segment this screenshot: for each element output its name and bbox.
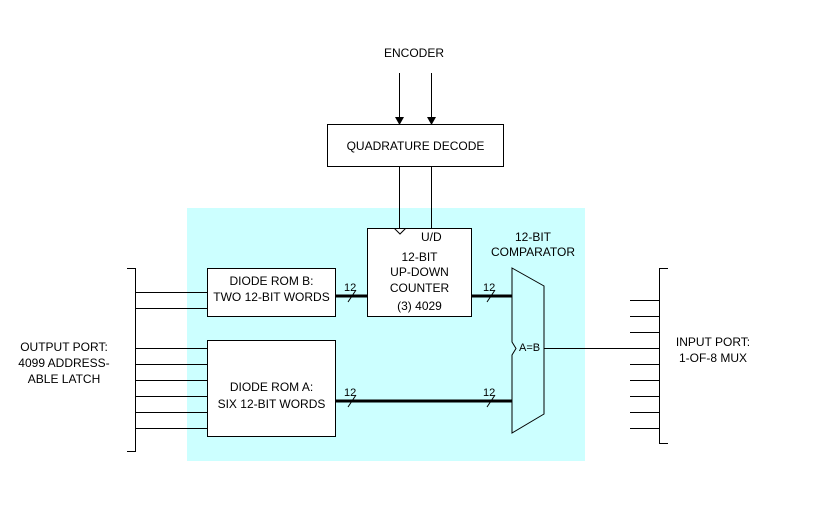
comparator-title-2: COMPARATOR: [490, 245, 575, 259]
diode-rom-b-box: DIODE ROM B: TWO 12-BIT WORDS: [207, 268, 336, 317]
output-port-line-1: OUTPUT PORT:: [20, 340, 108, 354]
diode-rom-a-box: DIODE ROM A: SIX 12-BIT WORDS: [207, 340, 336, 437]
counter-box: U/D 12-BIT UP-DOWN COUNTER (3) 4029: [367, 228, 472, 317]
quadrature-decode-box: QUADRATURE DECODE: [327, 124, 504, 167]
comparator-eq-label: A=B: [519, 342, 541, 354]
rom-a-line-2: SIX 12-BIT WORDS: [217, 397, 326, 411]
rom-a-line-1: DIODE ROM A:: [229, 380, 314, 394]
bus-width-label: 12: [483, 282, 496, 294]
output-port-line-3: ABLE LATCH: [27, 372, 101, 386]
input-port-line-2: 1-OF-8 MUX: [678, 351, 747, 365]
bus-width-label: 12: [483, 387, 496, 399]
counter-line-2: UP-DOWN: [390, 265, 449, 279]
comparator-shape: [511, 267, 545, 434]
comparator-title-1: 12-BIT: [514, 230, 551, 244]
rom-b-line-1: DIODE ROM B:: [229, 274, 314, 288]
counter-line-1: 12-BIT: [401, 250, 438, 264]
arrow-head-icon: [395, 117, 404, 125]
encoder-label: ENCODER: [383, 46, 444, 60]
counter-line-3: COUNTER: [389, 281, 450, 295]
clock-input-icon: [393, 228, 407, 235]
rom-b-line-2: TWO 12-BIT WORDS: [213, 290, 330, 304]
counter-line-4: (3) 4029: [397, 299, 442, 313]
bus-width-label: 12: [344, 387, 357, 399]
bus-width-label: 12: [344, 282, 357, 294]
input-port-line-1: INPUT PORT:: [675, 335, 751, 349]
quadrature-decode-label: QUADRATURE DECODE: [346, 139, 485, 153]
arrow-head-icon: [427, 117, 436, 125]
output-port-line-2: 4099 ADDRESS-: [18, 356, 110, 370]
counter-ud-label: U/D: [421, 230, 442, 244]
